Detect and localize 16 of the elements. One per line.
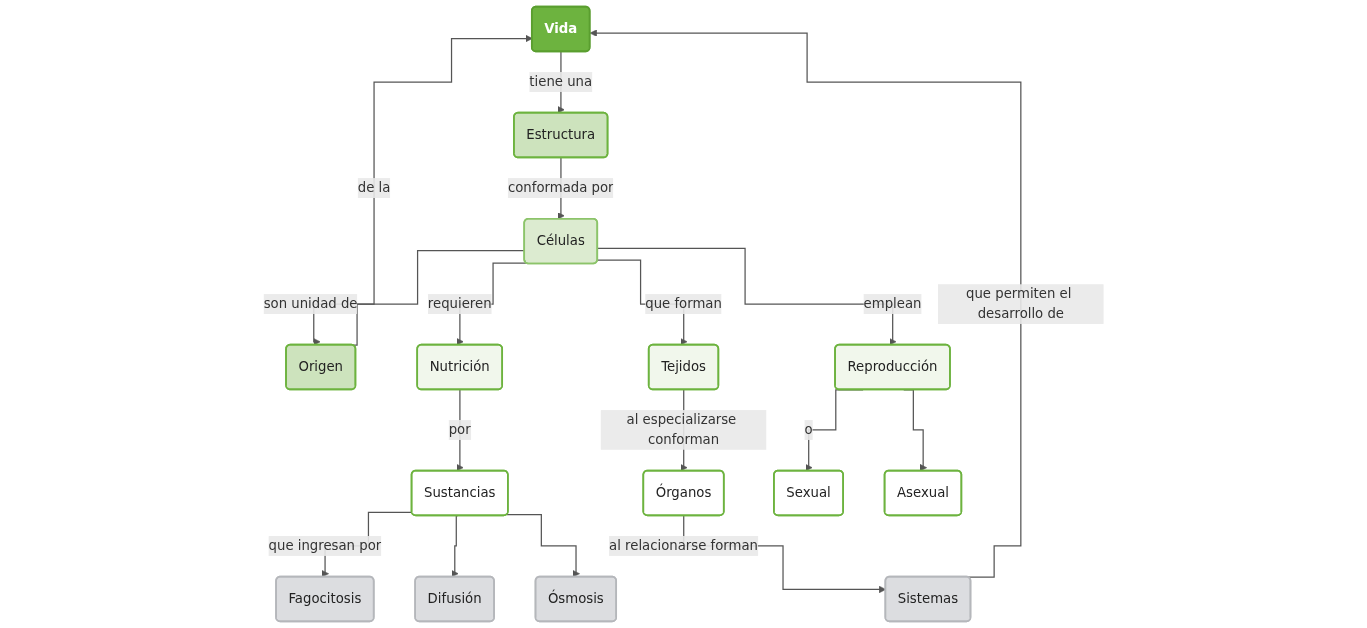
edge-label: o (804, 421, 813, 438)
edge-label: que ingresan por (268, 537, 382, 554)
arrow (589, 29, 1022, 578)
edge-label: emplean (863, 295, 922, 312)
edge-label: son unidad de (263, 295, 358, 312)
edge-label: conformada por (507, 179, 614, 196)
arrow (451, 515, 459, 578)
edge-label: requieren (427, 295, 492, 312)
edge-label: que forman (645, 295, 722, 312)
edge-label: tiene una (529, 73, 592, 90)
edge-label: al relacionarse forman (608, 537, 758, 554)
edge-label: al especializarse conforman (626, 411, 737, 448)
arrow (506, 514, 580, 578)
edge-label: por (448, 421, 471, 438)
edge-label: de la (357, 179, 391, 196)
edge-label: que permiten el desarrollo de (965, 285, 1072, 322)
